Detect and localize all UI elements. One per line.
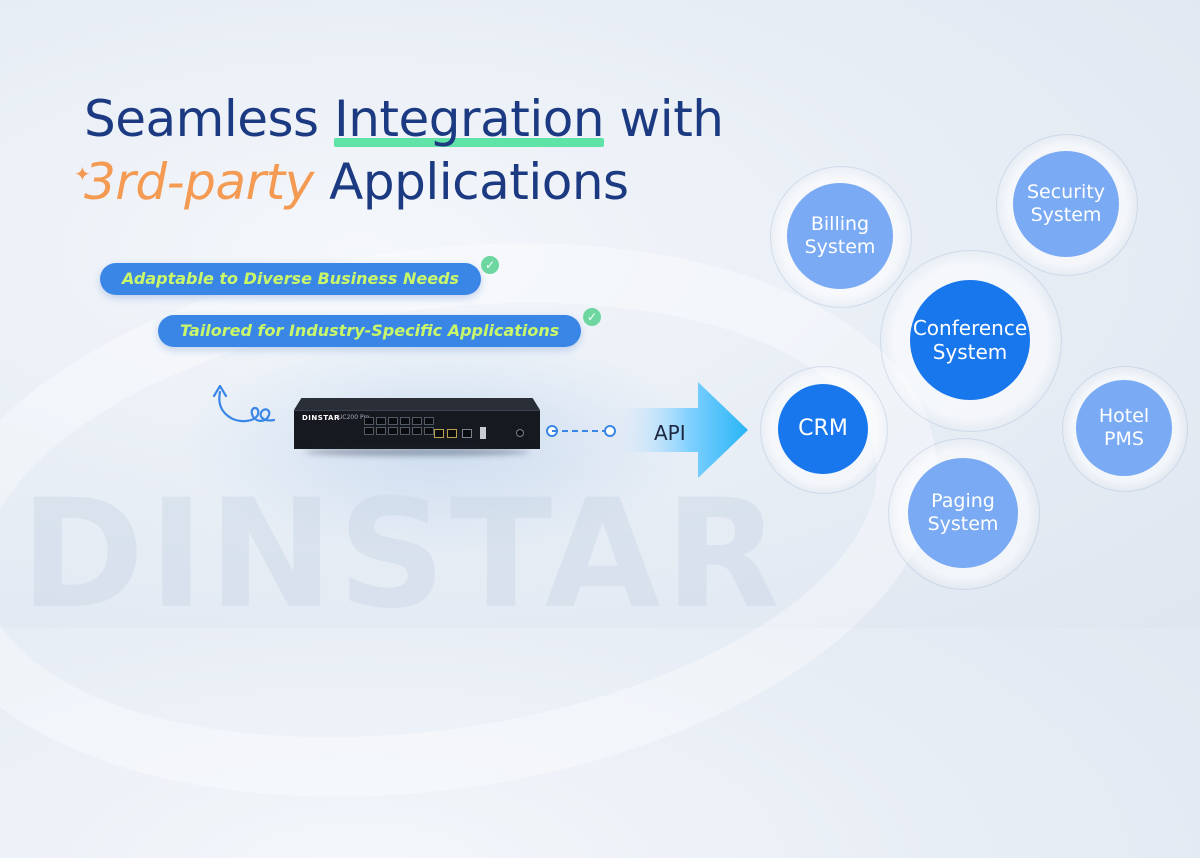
- node-label: Paging: [931, 490, 995, 513]
- ethernet-port: [434, 429, 444, 438]
- node-label: System: [932, 340, 1008, 364]
- headline-line-2: 3rd-party Applications: [84, 151, 724, 214]
- device-port: [400, 417, 410, 425]
- device-port: [388, 417, 398, 425]
- device-ports: [364, 417, 434, 435]
- ethernet-port: [447, 429, 457, 438]
- headline-accent: 3rd-party: [84, 152, 314, 211]
- node-label: System: [927, 513, 999, 535]
- device-top: [294, 398, 540, 410]
- device-port: [388, 427, 398, 435]
- device-model: UC200 Pro: [338, 414, 370, 421]
- power-jack: [516, 429, 524, 437]
- sparkle-icon: ✦: [74, 162, 91, 186]
- curl-arrow-icon: [212, 384, 276, 423]
- connector-line: [552, 430, 608, 432]
- device-port: [364, 427, 374, 435]
- device-port: [424, 417, 434, 425]
- node-label: PMS: [1104, 428, 1144, 450]
- ethernet-port: [462, 429, 472, 438]
- feature-pill-tailored: Tailored for Industry-Specific Applicati…: [158, 315, 582, 347]
- device-shadow: [304, 448, 530, 456]
- device-port: [400, 427, 410, 435]
- device-front-panel: DINSTAR UC200 Pro: [294, 410, 540, 449]
- node-label: Conference: [912, 316, 1028, 340]
- node-label: CRM: [798, 415, 848, 441]
- device-port: [376, 417, 386, 425]
- headline-line-1: Seamless Integration with: [84, 88, 724, 151]
- connector-dot: [604, 425, 616, 437]
- check-icon: ✓: [481, 256, 499, 274]
- headline-text: Applications: [313, 152, 629, 211]
- api-label: API: [654, 421, 686, 445]
- device-port: [412, 427, 422, 435]
- headline-text: Seamless: [84, 90, 334, 148]
- api-arrow-icon: [618, 382, 748, 478]
- device-port: [376, 427, 386, 435]
- headline-highlight: Integration: [334, 88, 605, 151]
- usb-port: [480, 427, 486, 439]
- node-label: System: [1030, 204, 1102, 226]
- device-brand: DINSTAR: [302, 414, 340, 422]
- node-label: Hotel: [1098, 405, 1150, 428]
- device-port: [424, 427, 434, 435]
- node-crm: CRM: [778, 384, 868, 474]
- feature-pill-adaptable: Adaptable to Diverse Business Needs: [100, 263, 482, 295]
- device-port: [412, 417, 422, 425]
- node-label: Security: [1026, 181, 1106, 204]
- brand-watermark: DINSTAR: [20, 468, 785, 642]
- headline-text: with: [604, 90, 724, 148]
- node-label: System: [804, 236, 876, 258]
- device-port: [364, 417, 374, 425]
- headline: Seamless Integration with 3rd-party Appl…: [84, 88, 724, 213]
- check-icon: ✓: [583, 308, 601, 326]
- gateway-device: DINSTAR UC200 Pro: [294, 398, 540, 456]
- node-label: Billing: [810, 213, 870, 236]
